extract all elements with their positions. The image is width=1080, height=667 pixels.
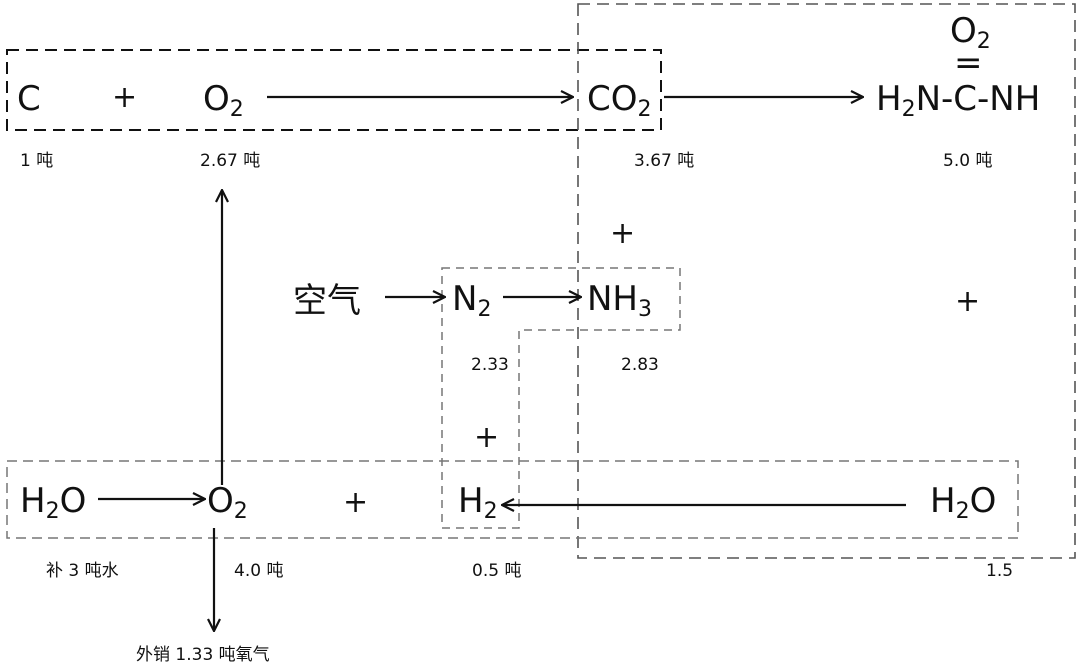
qty-o2-top: 2.67 吨: [200, 151, 260, 171]
label-air: 空气: [293, 281, 361, 321]
plus-o2-h2: +: [343, 485, 368, 520]
plus-c-o2: +: [112, 80, 137, 115]
box-water-electrolysis: [6, 460, 1019, 539]
qty-h2o-right: 1.5: [986, 561, 1013, 581]
plus-n2-h2: +: [474, 420, 499, 455]
plus-urea-h2o: +: [955, 284, 980, 319]
species-urea-oxygen: O2: [950, 11, 991, 54]
species-o2-bottom: O2: [207, 481, 248, 524]
qty-c: 1 吨: [20, 151, 53, 171]
species-n2: N2: [452, 279, 491, 322]
qty-co2: 3.67 吨: [634, 151, 694, 171]
species-urea: H2N-C-NH: [876, 79, 1040, 122]
box-ammonia-synthesis: [441, 267, 681, 529]
box-carbon-combustion: [6, 49, 662, 131]
qty-o2-bottom: 4.0 吨: [234, 561, 283, 581]
species-h2o-left: H2O: [20, 481, 86, 524]
urea-double-bond: =: [954, 43, 983, 83]
species-co2: CO2: [587, 79, 652, 122]
box-urea-synthesis: [577, 3, 1076, 559]
species-h2: H2: [458, 481, 498, 524]
qty-nh3: 2.83: [621, 355, 659, 375]
qty-water-input: 补 3 吨水: [46, 561, 119, 581]
species-o2-top: O2: [203, 79, 244, 122]
qty-urea: 5.0 吨: [943, 151, 992, 171]
species-nh3: NH3: [587, 279, 652, 322]
plus-co2-nh3: +: [610, 216, 635, 251]
qty-oxygen-sold: 外销 1.33 吨氧气: [136, 645, 270, 665]
species-c: C: [17, 79, 41, 119]
species-h2o-right: H2O: [930, 481, 996, 524]
qty-n2: 2.33: [471, 355, 509, 375]
qty-h2: 0.5 吨: [472, 561, 521, 581]
